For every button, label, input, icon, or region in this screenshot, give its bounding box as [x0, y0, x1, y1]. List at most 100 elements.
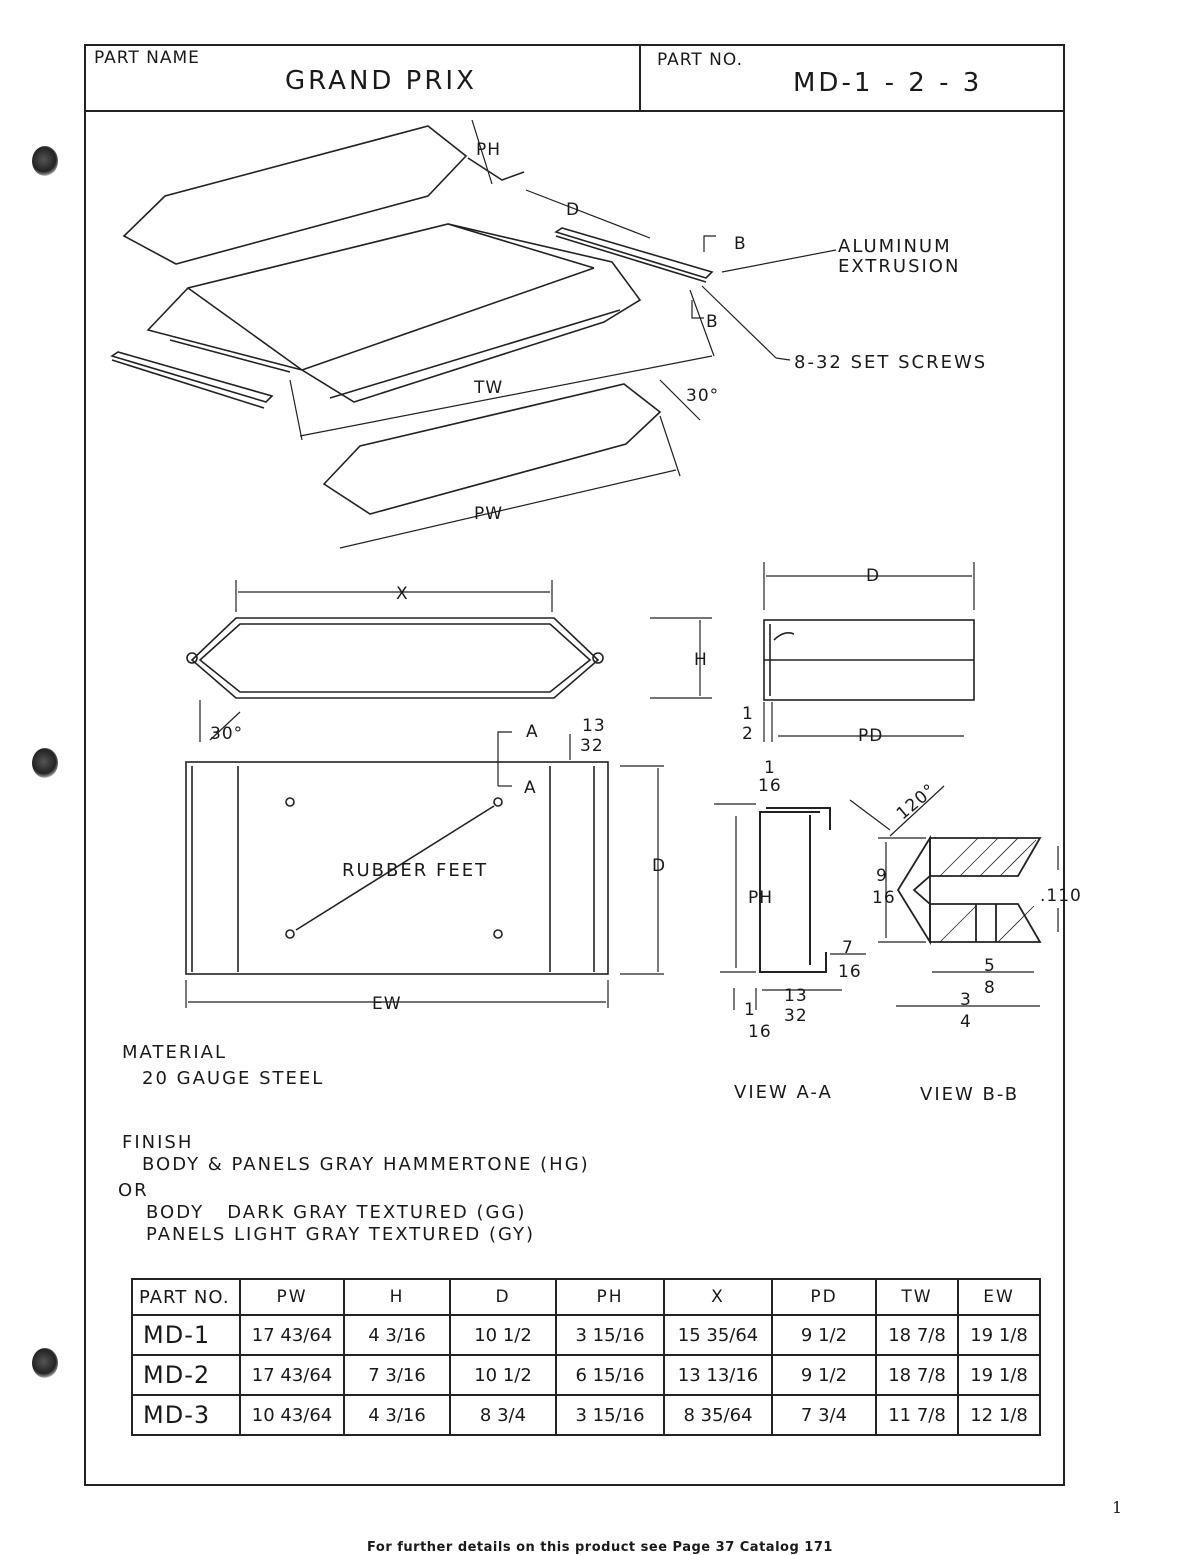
table-header: EW — [957, 1278, 1041, 1316]
table-header: D — [449, 1278, 557, 1316]
set-screws-label: 8-32 SET SCREWS — [794, 352, 988, 373]
view-bb-section — [896, 834, 1042, 946]
plan-fraction-32: 32 — [580, 736, 604, 756]
table-cell: 8 3/4 — [449, 1394, 557, 1436]
view-bb-dimensions — [878, 785, 1059, 1007]
bb-sixteen: 16 — [872, 888, 896, 908]
aa-one-bot: 1 — [744, 1000, 756, 1020]
finish-line-3: PANELS LIGHT GRAY TEXTURED (GY) — [146, 1224, 536, 1245]
side-half-num: 1 — [742, 704, 754, 724]
bb-dot110: .110 — [1040, 886, 1082, 906]
side-view-dimensions — [763, 562, 975, 742]
material-value: 20 GAUGE STEEL — [142, 1068, 325, 1089]
table-cell: 8 35/64 — [663, 1394, 773, 1436]
finish-line-1: BODY & PANELS GRAY HAMMERTONE (HG) — [142, 1154, 590, 1175]
table-header: X — [663, 1278, 773, 1316]
binder-hole-top — [32, 146, 58, 176]
iso-extrusion-right — [554, 227, 714, 283]
side-half-den: 2 — [742, 724, 754, 744]
aa-ph-label: PH — [748, 888, 774, 908]
binder-hole-bottom — [32, 1348, 58, 1378]
table-cell: 7 3/4 — [771, 1394, 877, 1436]
table-cell: 17 43/64 — [239, 1314, 345, 1356]
table-cell: MD-1 — [131, 1314, 241, 1356]
iso-pw-label: PW — [474, 504, 504, 524]
table-header: PD — [771, 1278, 877, 1316]
table-cell: 4 3/16 — [343, 1394, 451, 1436]
finish-line-2: BODY DARK GRAY TEXTURED (GG) — [146, 1202, 527, 1223]
part-no-label: PART NO. — [657, 50, 743, 70]
view-aa-caption: VIEW A-A — [734, 1082, 833, 1103]
iso-extrusion-left — [110, 351, 274, 409]
plan-view-dimensions — [185, 731, 664, 1008]
table-cell: 10 1/2 — [449, 1354, 557, 1396]
side-d-label: D — [866, 566, 881, 586]
view-aa-profile — [759, 807, 831, 973]
part-no: MD-1 - 2 - 3 — [793, 68, 983, 98]
aa-thirty-two: 32 — [784, 1006, 808, 1026]
table-cell: MD-2 — [131, 1354, 241, 1396]
table-cell: 11 7/8 — [875, 1394, 959, 1436]
bb-three: 3 — [960, 990, 972, 1010]
iso-top-panel — [122, 125, 525, 265]
front-view — [186, 617, 604, 699]
aa-one-top: 1 — [764, 758, 776, 778]
table-cell: 18 7/8 — [875, 1314, 959, 1356]
table-cell: 12 1/8 — [957, 1394, 1041, 1436]
front-view-dimensions — [199, 580, 712, 742]
bb-eight: 8 — [984, 978, 996, 998]
table-cell: 10 1/2 — [449, 1314, 557, 1356]
table-row: MD-3 10 43/64 4 3/16 8 3/4 3 15/16 8 35/… — [131, 1394, 1041, 1436]
view-bb-caption: VIEW B-B — [920, 1084, 1020, 1105]
aa-sixteen-bot: 16 — [748, 1022, 772, 1042]
dimensions-table: PART NO. PW H D PH X PD TW EW MD-1 17 43… — [131, 1278, 1041, 1436]
table-cell: 17 43/64 — [239, 1354, 345, 1396]
front-angle-label: 30° — [210, 724, 244, 744]
aa-seven: 7 — [842, 938, 854, 958]
iso-section-b-bottom: B — [706, 312, 719, 332]
plan-ew-label: EW — [372, 994, 402, 1014]
table-header: TW — [875, 1278, 959, 1316]
part-name: GRAND PRIX — [285, 66, 477, 96]
iso-angle-label: 30° — [686, 386, 720, 406]
iso-d-label: D — [566, 200, 581, 220]
iso-section-b-top: B — [734, 234, 747, 254]
side-view — [763, 619, 975, 701]
table-cell: 3 15/16 — [555, 1394, 665, 1436]
binder-hole-middle — [32, 748, 58, 778]
iso-dimensions — [289, 119, 837, 549]
table-cell: 7 3/16 — [343, 1354, 451, 1396]
table-header: PART NO. — [131, 1278, 241, 1316]
rubber-feet-label: RUBBER FEET — [342, 860, 489, 881]
iso-bottom-panel — [322, 383, 662, 515]
finish-label: FINISH — [122, 1132, 194, 1153]
plan-section-a-bottom: A — [524, 778, 537, 798]
table-cell: 13 13/16 — [663, 1354, 773, 1396]
extrusion-label: EXTRUSION — [838, 256, 961, 277]
aa-thirteen: 13 — [784, 986, 808, 1006]
page-number: 1 — [1112, 1498, 1123, 1517]
table-cell: 3 15/16 — [555, 1314, 665, 1356]
side-pd-label: PD — [858, 726, 884, 746]
table-header: PH — [555, 1278, 665, 1316]
plan-d-label: D — [652, 856, 667, 876]
plan-view — [185, 761, 609, 975]
table-cell: 9 1/2 — [771, 1314, 877, 1356]
table-cell: 9 1/2 — [771, 1354, 877, 1396]
title-block-divider — [639, 44, 641, 112]
iso-body — [146, 223, 642, 403]
front-h-label: H — [694, 650, 708, 670]
table-header-row: PART NO. PW H D PH X PD TW EW — [131, 1278, 1041, 1316]
part-name-label: PART NAME — [94, 48, 200, 68]
iso-tw-label: TW — [474, 378, 504, 398]
material-label: MATERIAL — [122, 1042, 227, 1063]
view-bb-hatching — [939, 837, 1037, 943]
bb-nine: 9 — [876, 866, 888, 886]
table-cell: 6 15/16 — [555, 1354, 665, 1396]
table-cell: 15 35/64 — [663, 1314, 773, 1356]
aluminum-label: ALUMINUM — [838, 236, 952, 257]
bb-four: 4 — [960, 1012, 972, 1032]
table-cell: 19 1/8 — [957, 1354, 1041, 1396]
table-row: MD-1 17 43/64 4 3/16 10 1/2 3 15/16 15 3… — [131, 1314, 1041, 1356]
table-header: H — [343, 1278, 451, 1316]
